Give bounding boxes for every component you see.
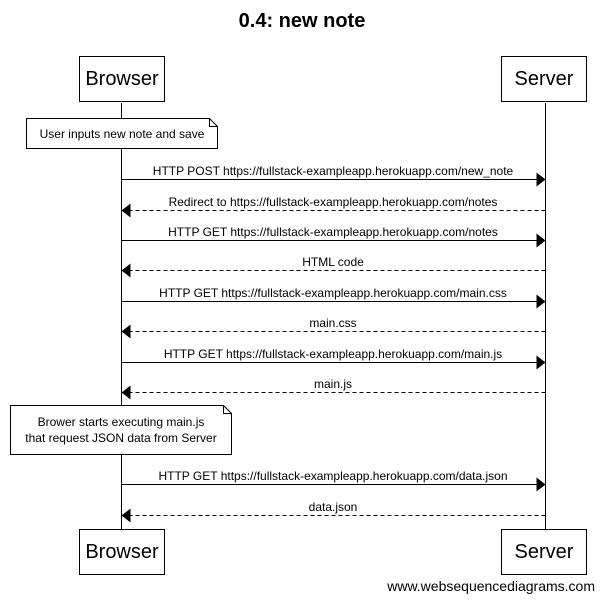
- browser-actor-top: Browser: [79, 56, 165, 102]
- message-label-8: main.js: [313, 377, 353, 391]
- server-actor-bottom: Server: [501, 529, 587, 575]
- note-user-input-text: User inputs new note and save: [39, 126, 205, 141]
- server-lifeline: [545, 103, 546, 529]
- arrowhead-7: [536, 355, 546, 370]
- message-label-7: HTTP GET https://fullstack-exampleapp.he…: [163, 347, 503, 361]
- arrowhead-9: [536, 477, 546, 492]
- message-label-3: HTTP GET https://fullstack-exampleapp.he…: [168, 225, 498, 239]
- arrowhead-3: [536, 233, 546, 248]
- note-shape: [26, 118, 218, 149]
- watermark: www.websequencediagrams.com: [387, 578, 595, 594]
- message-label-10: data.json: [308, 500, 358, 514]
- message-label-9: HTTP GET https://fullstack-exampleapp.he…: [158, 469, 508, 483]
- diagram-title: 0.4: new note: [238, 10, 366, 32]
- message-label-1: HTTP POST https://fullstack-exampleapp.h…: [152, 164, 514, 178]
- arrowhead-6: [121, 324, 131, 339]
- arrowhead-1: [536, 172, 546, 187]
- server-actor-top: Server: [501, 56, 587, 102]
- browser-actor-bottom: Browser: [79, 529, 165, 575]
- message-label-2: Redirect to https://fullstack-exampleapp…: [168, 195, 498, 209]
- message-label-4: HTML code: [302, 255, 364, 269]
- note-shape: [10, 405, 232, 455]
- arrowhead-2: [121, 203, 131, 218]
- arrowhead-8: [121, 385, 131, 400]
- note-user-input: User inputs new note and save: [26, 118, 218, 149]
- note-executing-main-js-text: Brower starts executing main.js that req…: [25, 415, 217, 445]
- message-label-6: main.css: [309, 316, 357, 330]
- arrowhead-10: [121, 508, 131, 523]
- arrowhead-4: [121, 263, 131, 278]
- arrowhead-5: [536, 294, 546, 309]
- browser-lifeline: [121, 103, 122, 529]
- message-label-5: HTTP GET https://fullstack-exampleapp.he…: [159, 286, 507, 300]
- note-executing-main-js: Brower starts executing main.js that req…: [10, 405, 232, 455]
